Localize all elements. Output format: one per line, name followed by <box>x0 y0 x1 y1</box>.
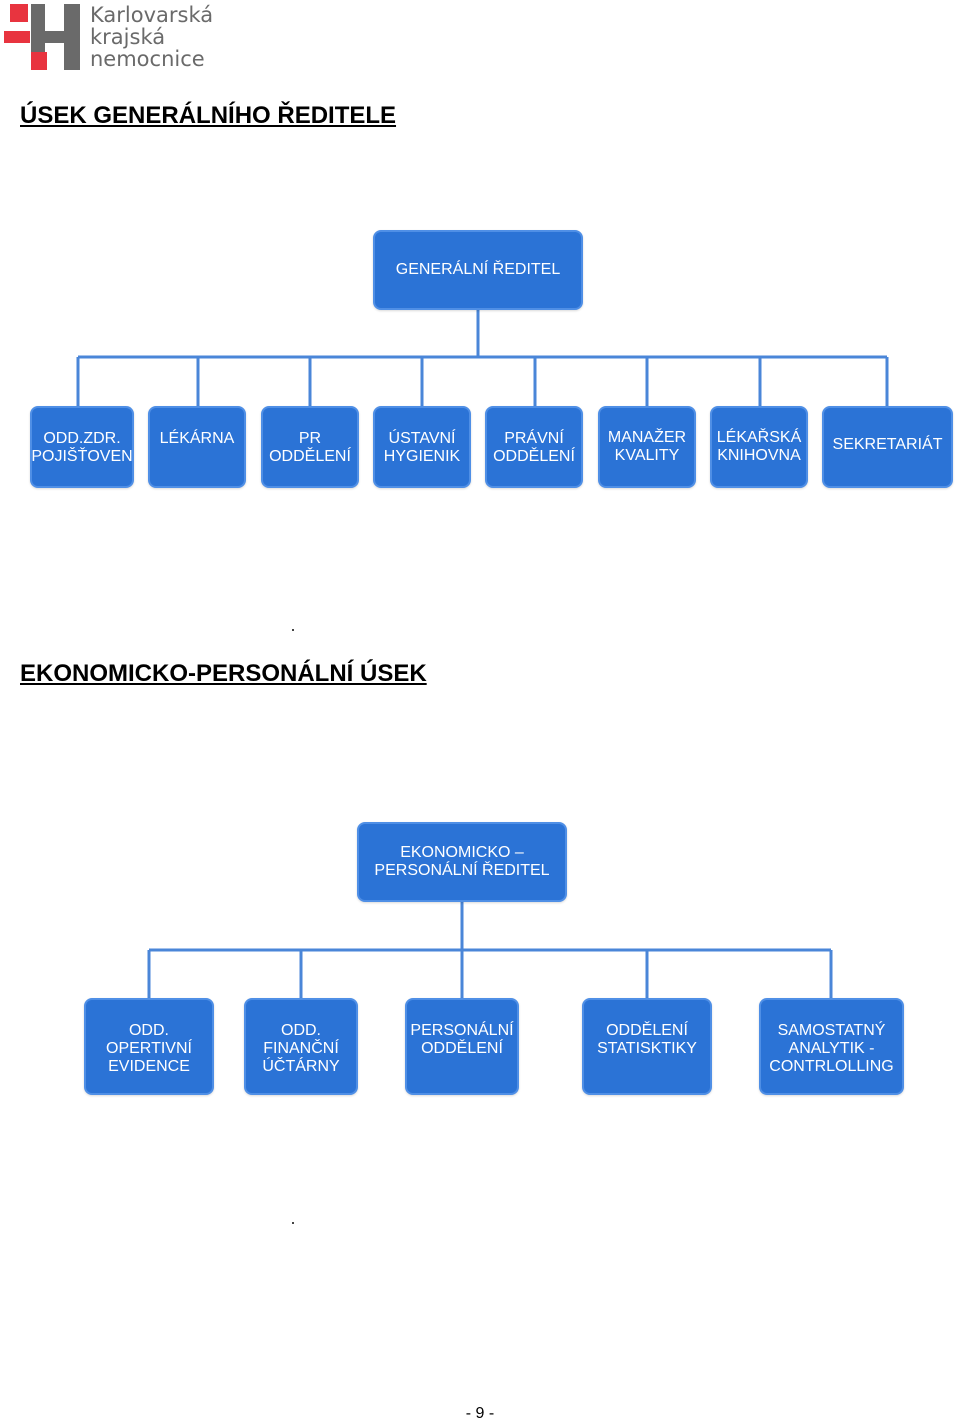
logo-text-line3: nemocnice <box>90 47 205 71</box>
org-node-pr-department: PR ODDĚLENÍ <box>261 406 359 488</box>
org-node-general-director: GENERÁLNÍ ŘEDITEL <box>373 230 583 310</box>
org-node-medical-library: LÉKAŘSKÁ KNIHOVNA <box>710 406 808 488</box>
org-node-hygienist: ÚSTAVNÍ HYGIENIK <box>373 406 471 488</box>
stray-dot-2 <box>292 1222 294 1224</box>
section-title-economic-personnel: EKONOMICKO-PERSONÁLNÍ ÚSEK <box>20 660 427 687</box>
page-number: - 9 - <box>465 1405 495 1422</box>
section-title-general-director: ÚSEK GENERÁLNÍHO ŘEDITELE <box>20 102 397 129</box>
org-node-quality-manager: MANAŽER KVALITY <box>598 406 696 488</box>
org-node-financial-accounting: ODD. FINANČNÍ ÚČTÁRNY <box>244 998 358 1095</box>
org-node-personnel-department: PERSONÁLNÍ ODDĚLENÍ <box>405 998 519 1095</box>
org-node-economic-personnel-director: EKONOMICKO – PERSONÁLNÍ ŘEDITEL <box>357 822 567 902</box>
logo-text-line2: krajská <box>90 25 166 49</box>
hospital-logo: Karlovarská krajská nemocnice <box>4 4 214 72</box>
org-node-health-insurance: ODD.ZDR. POJIŠŤOVEN <box>30 406 134 488</box>
org-node-operative-records: ODD. OPERTIVNÍ EVIDENCE <box>84 998 214 1095</box>
org-node-legal-department: PRÁVNÍ ODDĚLENÍ <box>485 406 583 488</box>
org-node-pharmacy: LÉKÁRNA <box>148 406 246 488</box>
logo-text-line1: Karlovarská <box>90 3 214 27</box>
logo-cross-icon <box>4 4 80 70</box>
stray-dot-1 <box>292 629 294 631</box>
org-node-statistics-department: ODDĚLENÍ STATISKTIKY <box>582 998 712 1095</box>
org-node-analyst-controlling: SAMOSTATNÝ ANALYTIK - CONTRLOLLING <box>759 998 904 1095</box>
org-node-secretariat: SEKRETARIÁT <box>822 406 953 488</box>
